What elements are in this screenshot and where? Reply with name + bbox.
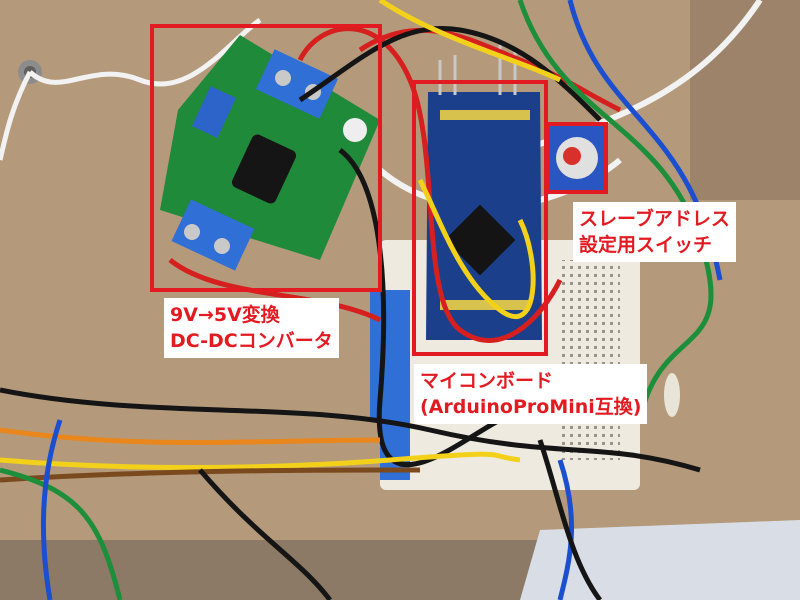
terminal-block-left [370,290,410,420]
wire-yellow-2 [417,178,536,320]
wire-brown-1 [0,467,421,483]
wire-white-1 [28,17,262,87]
dcdc-label-line2: DC-DCコンバータ [170,330,333,352]
wire-yellow-3 [0,451,521,470]
dcdc-output-terminal [171,199,255,271]
dcdc-label-line1: 9V→5V変換 [170,304,280,326]
address-switch [548,125,606,191]
dcdc-input-terminal [255,49,339,119]
micro-chip [444,204,516,276]
micro-label-line1: マイコンボード [420,370,554,392]
dcdc-highlight-box [150,24,382,292]
wire-black-3 [0,387,701,473]
switch-label: スレーブアドレス 設定用スイッチ [573,202,736,262]
dcdc-label: 9V→5V変換 DC-DCコンバータ [164,298,339,358]
breadboard-holes [560,260,620,460]
wire-black-4 [198,468,332,600]
glue-blob [664,373,680,417]
wire-black-2 [338,148,502,468]
micro-label-line2: (ArduinoProMini互換) [420,396,642,418]
wire-red-2 [297,26,563,343]
wire-black-5 [537,439,603,600]
wire-yellow-1 [378,0,562,83]
wire-red-1 [358,27,622,113]
wire-white-2 [0,70,33,161]
switch-highlight-box [546,122,608,194]
switch-label-line2: 設定用スイッチ [579,234,713,256]
switch-label-line1: スレーブアドレス [579,208,730,230]
dcdc-board [160,35,380,271]
micro-board [426,45,542,340]
wire-black-1 [298,26,602,122]
wire-blue-2 [40,419,63,600]
wire-green-2 [0,467,123,600]
micro-label: マイコンボード (ArduinoProMini互換) [414,364,648,424]
wire-red-3 [168,258,382,323]
micro-highlight-box [412,80,548,356]
frame-edge [690,0,800,200]
